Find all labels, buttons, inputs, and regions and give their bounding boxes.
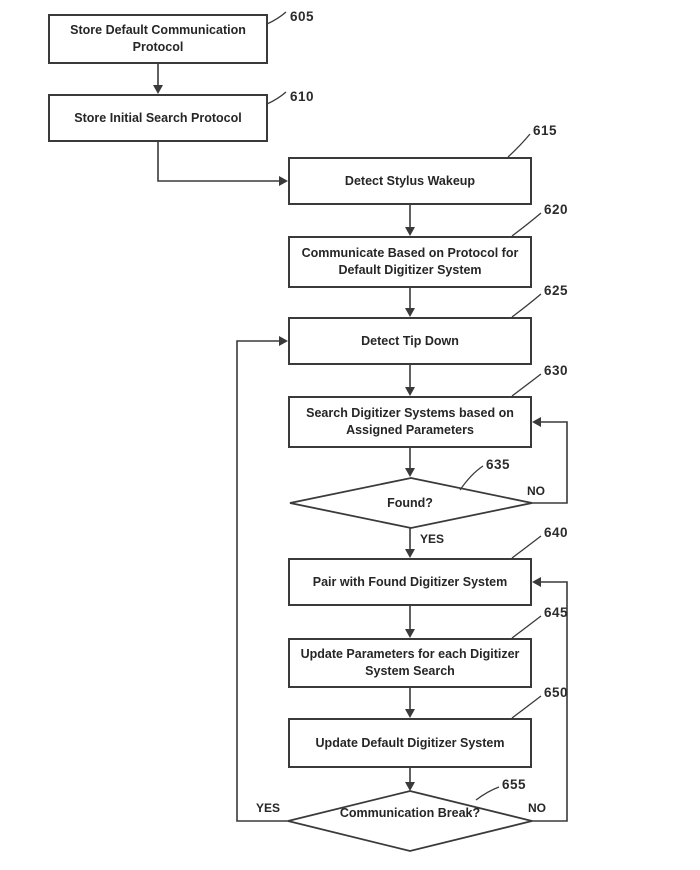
flow-step-label: Pair with Found Digitizer System bbox=[312, 574, 508, 589]
connector-650-655 bbox=[405, 768, 415, 791]
branch-label-break-no: NO bbox=[528, 801, 546, 815]
connector-635-640 bbox=[405, 528, 415, 558]
connector-635-630-no-loop bbox=[532, 417, 568, 504]
flow-step-pair-with-found-digitizer: Pair with Found Digitizer System bbox=[288, 558, 532, 606]
ref-number-635: 635 bbox=[486, 457, 511, 472]
ref-number-650: 650 bbox=[544, 685, 569, 700]
connector-655-625-yes-loop bbox=[236, 336, 288, 822]
ref-number-630: 630 bbox=[544, 363, 569, 378]
branch-label-found-no: NO bbox=[527, 484, 545, 498]
flow-step-label: Detect Tip Down bbox=[361, 333, 459, 348]
decision-found-shape bbox=[289, 477, 533, 529]
ref-number-605: 605 bbox=[290, 9, 315, 24]
flow-step-label: Store Initial Search Protocol bbox=[74, 110, 242, 125]
flow-step-communicate-default-digitizer: Communicate Based on Protocol for Defaul… bbox=[288, 236, 532, 288]
connector-655-640-no-loop bbox=[532, 577, 568, 822]
flow-step-label: Store Default Communication Protocol bbox=[70, 23, 246, 54]
connector-605-610 bbox=[153, 64, 163, 94]
ref-number-615: 615 bbox=[533, 123, 558, 138]
decision-communication-break-label: Communication Break? bbox=[339, 806, 481, 820]
branch-label-break-yes: YES bbox=[256, 801, 281, 815]
flow-step-label: Communicate Based on Protocol for Defaul… bbox=[301, 246, 519, 277]
connector-620-625 bbox=[405, 288, 415, 317]
flow-step-label: Search Digitizer Systems based on Assign… bbox=[306, 406, 514, 437]
branch-label-found-yes: YES bbox=[420, 532, 445, 546]
flow-step-detect-stylus-wakeup: Detect Stylus Wakeup bbox=[288, 157, 532, 205]
connector-640-645 bbox=[405, 606, 415, 638]
flow-step-label: Update Parameters for each Digitizer Sys… bbox=[300, 647, 520, 678]
decision-found-label: Found? bbox=[387, 496, 433, 510]
ref-number-640: 640 bbox=[544, 525, 569, 540]
ref-number-620: 620 bbox=[544, 202, 569, 217]
connector-615-620 bbox=[405, 205, 415, 236]
flow-step-update-parameters: Update Parameters for each Digitizer Sys… bbox=[288, 638, 532, 688]
ref-number-645: 645 bbox=[544, 605, 569, 620]
flow-step-label: Update Default Digitizer System bbox=[315, 735, 505, 750]
connector-610-615 bbox=[157, 142, 288, 186]
flow-step-update-default-digitizer: Update Default Digitizer System bbox=[288, 718, 532, 768]
ref-number-625: 625 bbox=[544, 283, 569, 298]
flow-step-search-digitizer-systems: Search Digitizer Systems based on Assign… bbox=[288, 396, 532, 448]
flow-step-store-default-protocol: Store Default Communication Protocol bbox=[48, 14, 268, 64]
ref-leader-lines bbox=[266, 11, 542, 801]
decision-communication-break-shape bbox=[287, 790, 533, 852]
flow-step-store-initial-search-protocol: Store Initial Search Protocol bbox=[48, 94, 268, 142]
flow-step-label: Detect Stylus Wakeup bbox=[344, 173, 476, 188]
connector-625-630 bbox=[405, 365, 415, 396]
connector-645-650 bbox=[405, 688, 415, 718]
flow-step-detect-tip-down: Detect Tip Down bbox=[288, 317, 532, 365]
ref-number-610: 610 bbox=[290, 89, 315, 104]
connector-630-635 bbox=[405, 448, 415, 477]
ref-number-655: 655 bbox=[502, 777, 527, 792]
